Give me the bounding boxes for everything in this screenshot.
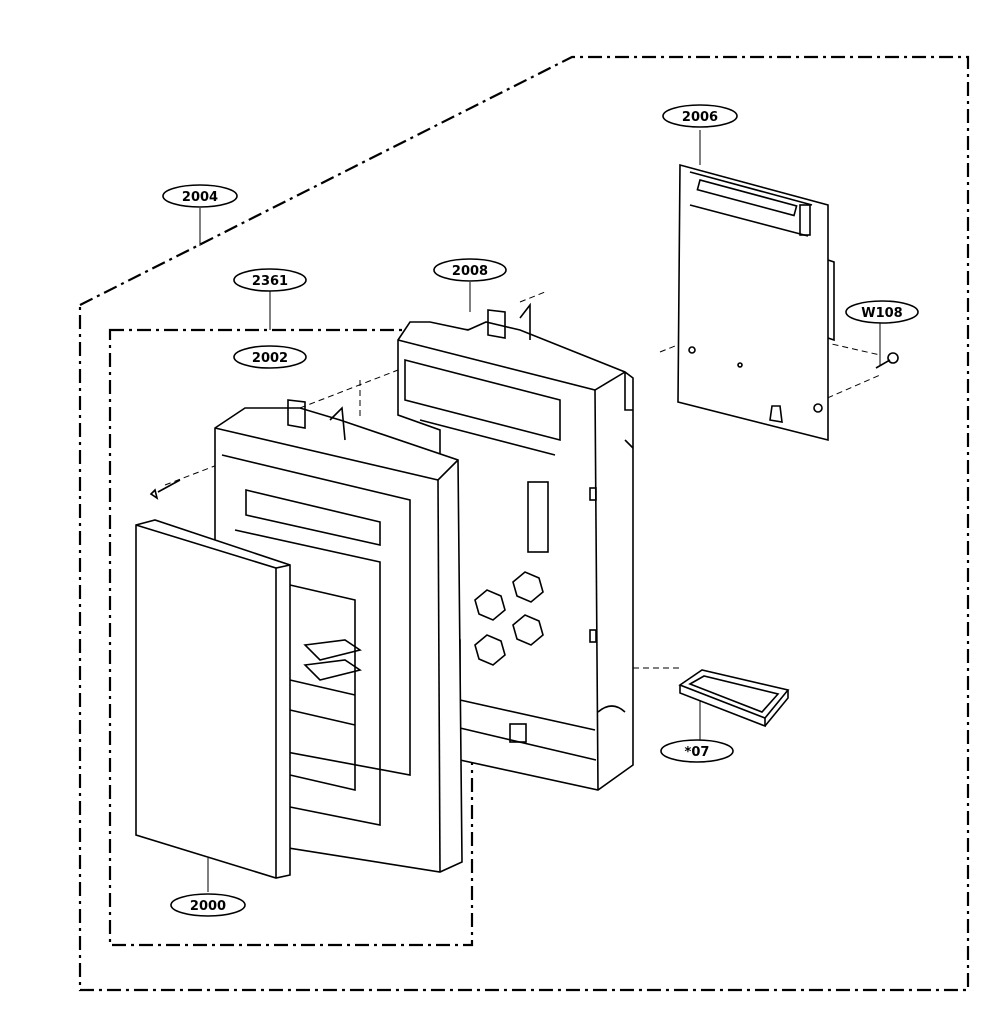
callout-2000: 2000 — [170, 893, 246, 917]
svg-text:2006: 2006 — [682, 110, 718, 125]
callout-2008: 2008 — [433, 258, 507, 282]
svg-text:2002: 2002 — [252, 351, 288, 366]
svg-text:*07: *07 — [685, 745, 710, 760]
pcb-part — [677, 130, 835, 442]
panel-assembly-boundary — [108, 290, 474, 947]
svg-text:W108: W108 — [861, 306, 902, 321]
screw-part — [875, 322, 899, 369]
keypad-part — [678, 669, 790, 740]
door-cover-part — [135, 519, 291, 892]
callout-2002: 2002 — [233, 345, 307, 369]
callout-07: *07 — [660, 739, 734, 763]
outer-assembly-boundary — [78, 55, 970, 992]
callout-w108: W108 — [845, 300, 919, 324]
callout-2004: 2004 — [162, 184, 238, 208]
svg-text:2361: 2361 — [252, 274, 288, 289]
svg-text:2004: 2004 — [182, 190, 218, 205]
svg-text:2008: 2008 — [452, 264, 488, 279]
callout-2361: 2361 — [233, 268, 307, 292]
control-frame-part — [397, 282, 634, 791]
svg-text:2000: 2000 — [190, 899, 226, 914]
callout-2006: 2006 — [662, 104, 738, 128]
